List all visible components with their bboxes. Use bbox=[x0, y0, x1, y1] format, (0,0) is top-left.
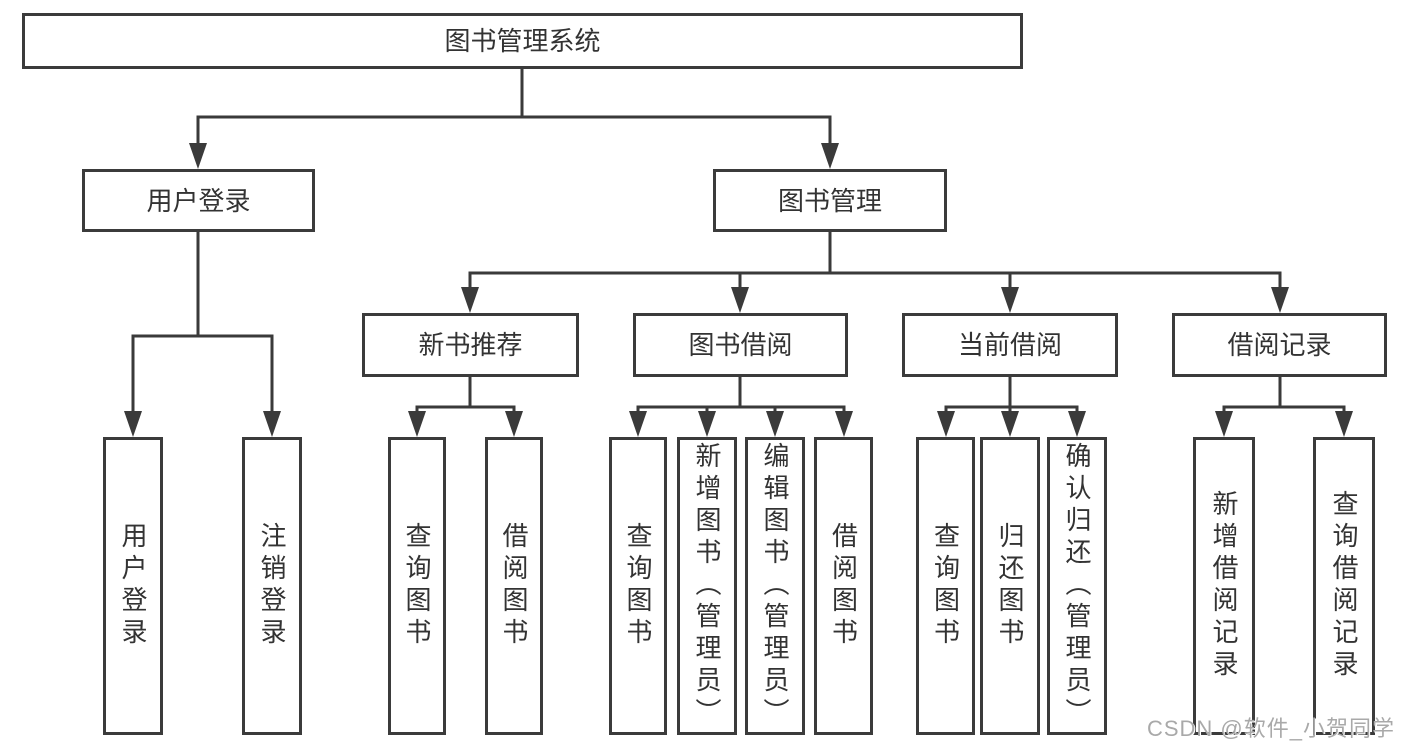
leaf-records-query-record: 查询借阅记录 bbox=[1313, 437, 1375, 735]
leaf-user-login-label: 用户登录 bbox=[118, 522, 148, 650]
node-current-borrow-label: 当前借阅 bbox=[957, 330, 1062, 360]
leaf-logout: 注销登录 bbox=[242, 437, 302, 735]
leaf-logout-label: 注销登录 bbox=[257, 522, 287, 650]
leaf-borrow-query-book: 查询图书 bbox=[609, 437, 667, 735]
node-root-label: 图书管理系统 bbox=[444, 26, 601, 56]
leaf-borrow-borrow-book-label: 借阅图书 bbox=[828, 522, 859, 650]
node-book-management-label: 图书管理 bbox=[777, 185, 882, 216]
leaf-current-confirm-return-admin-label: 确认归还（管理员） bbox=[1062, 442, 1092, 730]
node-current-borrow: 当前借阅 bbox=[902, 313, 1118, 377]
leaf-records-add-record: 新增借阅记录 bbox=[1193, 437, 1255, 735]
leaf-current-query-book: 查询图书 bbox=[916, 437, 975, 735]
leaf-borrow-borrow-book: 借阅图书 bbox=[814, 437, 873, 735]
watermark: CSDN @软件_小贺同学 bbox=[1146, 716, 1395, 741]
leaf-rec-borrow-book-label: 借阅图书 bbox=[499, 522, 529, 650]
leaf-borrow-query-book-label: 查询图书 bbox=[623, 522, 653, 650]
node-root: 图书管理系统 bbox=[22, 13, 1023, 69]
node-new-book-recommend-label: 新书推荐 bbox=[418, 330, 523, 360]
leaf-current-return-book-label: 归还图书 bbox=[995, 522, 1025, 650]
leaf-current-return-book: 归还图书 bbox=[980, 437, 1040, 735]
leaf-rec-borrow-book: 借阅图书 bbox=[485, 437, 543, 735]
node-user-login: 用户登录 bbox=[82, 169, 315, 232]
node-book-borrow-label: 图书借阅 bbox=[688, 330, 793, 360]
leaf-borrow-edit-book-admin-label: 编辑图书（管理员） bbox=[760, 442, 790, 730]
node-book-borrow: 图书借阅 bbox=[633, 313, 848, 377]
leaf-records-query-record-label: 查询借阅记录 bbox=[1329, 490, 1359, 682]
node-borrow-records-label: 借阅记录 bbox=[1227, 330, 1332, 360]
leaf-borrow-add-book-admin-label: 新增图书（管理员） bbox=[692, 442, 722, 730]
leaf-user-login: 用户登录 bbox=[103, 437, 163, 735]
leaf-records-add-record-label: 新增借阅记录 bbox=[1209, 490, 1239, 682]
leaf-current-query-book-label: 查询图书 bbox=[930, 522, 961, 650]
node-book-management: 图书管理 bbox=[713, 169, 947, 232]
node-user-login-label: 用户登录 bbox=[146, 185, 251, 216]
leaf-rec-query-book: 查询图书 bbox=[388, 437, 446, 735]
node-new-book-recommend: 新书推荐 bbox=[362, 313, 579, 377]
node-borrow-records: 借阅记录 bbox=[1172, 313, 1387, 377]
leaf-borrow-add-book-admin: 新增图书（管理员） bbox=[677, 437, 737, 735]
leaf-borrow-edit-book-admin: 编辑图书（管理员） bbox=[745, 437, 805, 735]
leaf-current-confirm-return-admin: 确认归还（管理员） bbox=[1047, 437, 1107, 735]
leaf-rec-query-book-label: 查询图书 bbox=[402, 522, 432, 650]
